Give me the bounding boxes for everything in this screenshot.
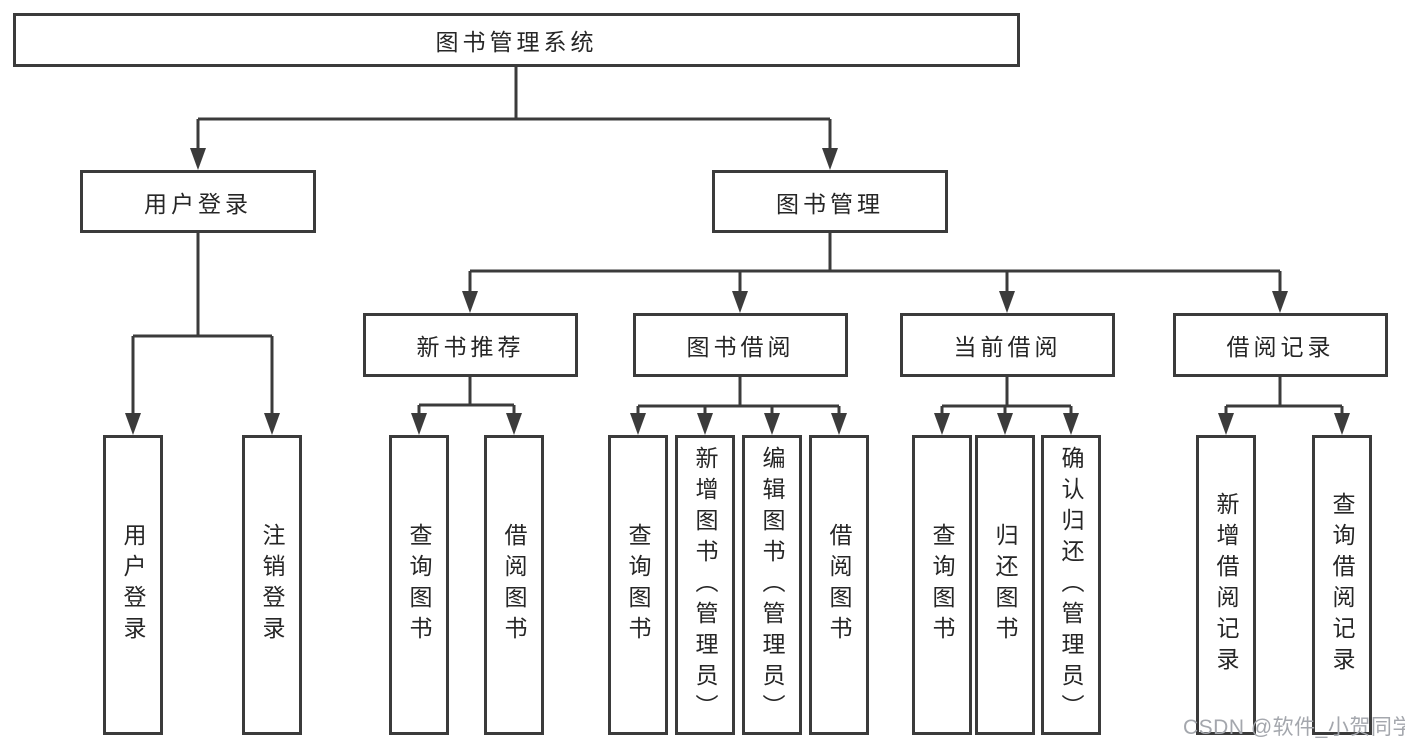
edge-borrowing-records-to-leaves bbox=[1218, 377, 1350, 435]
leaf-edit-book-admin: 编辑图书（管理员） bbox=[742, 435, 802, 735]
leaf-return-books: 归还图书 bbox=[975, 435, 1035, 735]
node-borrowing-records: 借阅记录 bbox=[1173, 313, 1388, 377]
edge-book-management-to-level3 bbox=[462, 233, 1288, 313]
node-library-system: 图书管理系统 bbox=[13, 13, 1020, 67]
leaf-query-books-recommend: 查询图书 bbox=[389, 435, 449, 735]
node-user-login: 用户登录 bbox=[80, 170, 316, 233]
leaf-borrow-books: 借阅图书 bbox=[809, 435, 869, 735]
leaf-add-borrow-record: 新增借阅记录 bbox=[1196, 435, 1256, 735]
csdn-watermark: CSDN @软件_小贺同学 bbox=[1183, 716, 1405, 739]
leaf-user-login: 用户登录 bbox=[103, 435, 163, 735]
leaf-logout: 注销登录 bbox=[242, 435, 302, 735]
node-book-management: 图书管理 bbox=[712, 170, 948, 233]
edge-book-borrowing-to-leaves bbox=[630, 377, 847, 435]
leaf-borrow-books-recommend: 借阅图书 bbox=[484, 435, 544, 735]
leaf-confirm-return-admin: 确认归还（管理员） bbox=[1041, 435, 1101, 735]
edge-user-login-to-leaves bbox=[125, 233, 280, 435]
leaf-query-books-borrowing: 查询图书 bbox=[608, 435, 668, 735]
edge-new-book-recommend-to-leaves bbox=[411, 377, 522, 435]
leaf-add-book-admin: 新增图书（管理员） bbox=[675, 435, 735, 735]
edge-current-borrowing-to-leaves bbox=[934, 377, 1079, 435]
node-new-book-recommend: 新书推荐 bbox=[363, 313, 578, 377]
leaf-query-borrow-record: 查询借阅记录 bbox=[1312, 435, 1372, 735]
leaf-query-books-current: 查询图书 bbox=[912, 435, 972, 735]
node-book-borrowing: 图书借阅 bbox=[633, 313, 848, 377]
node-current-borrowing: 当前借阅 bbox=[900, 313, 1115, 377]
edge-root-to-level2 bbox=[190, 67, 838, 170]
